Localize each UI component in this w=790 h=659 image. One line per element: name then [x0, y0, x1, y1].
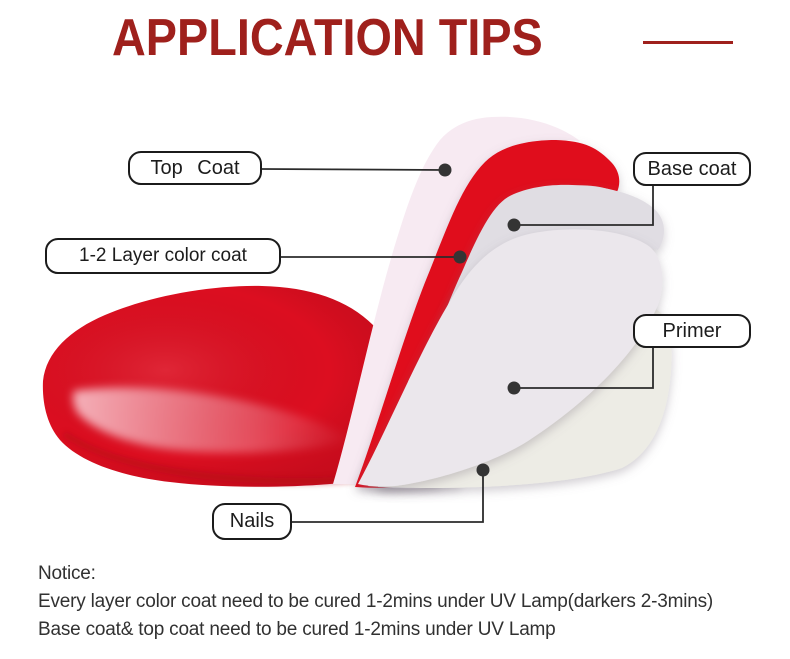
primer-dot	[507, 381, 521, 395]
top-coat-label: Top Coat	[128, 151, 262, 185]
color-coat-dot	[453, 250, 467, 264]
primer-label: Primer	[633, 314, 751, 348]
color-coat-label: 1-2 Layer color coat	[45, 238, 281, 274]
base-coat-label: Base coat	[633, 152, 751, 186]
top-coat-leader-line	[261, 168, 446, 171]
primer-layer-shape	[358, 229, 663, 487]
base-coat-leader-line	[514, 186, 654, 226]
primer-leader-line	[514, 348, 654, 389]
notice-line-2: Base coat& top coat need to be cured 1-2…	[38, 619, 556, 640]
top-coat-dot	[438, 163, 452, 177]
notice-heading: Notice:	[38, 563, 96, 584]
page-title: APPLICATION TIPS	[112, 9, 543, 67]
leader-lines	[261, 168, 654, 523]
nails-leader-line	[292, 470, 484, 523]
painted-nail-highlight	[73, 387, 352, 453]
notice-block: Notice: Every layer color coat need to b…	[38, 560, 713, 644]
nails-dot	[476, 463, 490, 477]
notice-line-1: Every layer color coat need to be cured …	[38, 591, 714, 612]
nails-label: Nails	[212, 503, 292, 540]
title-dash-line	[643, 41, 733, 44]
base-coat-dot	[507, 218, 521, 232]
painted-nail-group	[42, 285, 427, 487]
leader-dots	[438, 163, 521, 477]
